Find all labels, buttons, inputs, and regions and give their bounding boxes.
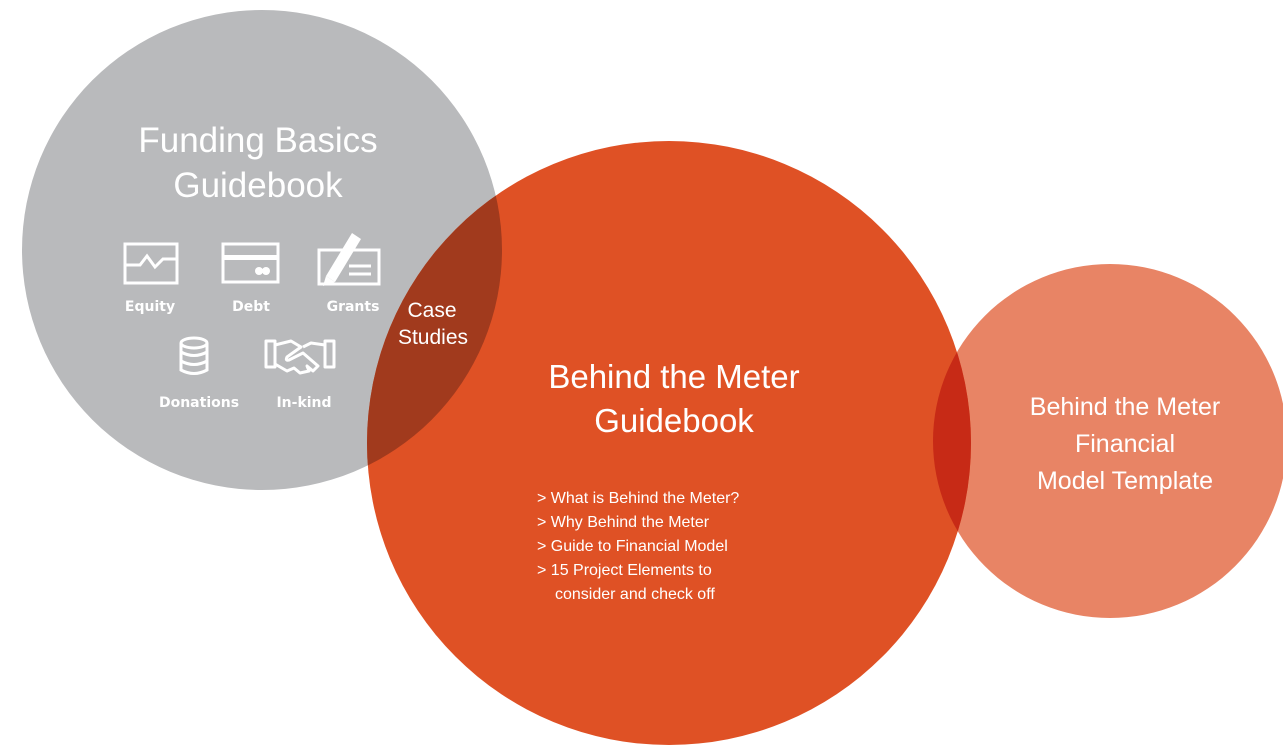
guidebook-bullet-4: > 15 Project Elements to — [537, 562, 712, 579]
equity-label: Equity — [125, 299, 175, 315]
debt-label: Debt — [232, 299, 270, 315]
case-studies-line2: Studies — [398, 326, 468, 349]
financial-model-circle — [933, 264, 1283, 618]
donations-label: Donations — [159, 395, 239, 411]
grants-label: Grants — [327, 299, 380, 315]
handshake-icon — [264, 339, 336, 375]
guidebook-bullet-5: consider and check off — [555, 586, 715, 603]
financial-model-line1: Behind the Meter — [1030, 393, 1220, 421]
guidebook-title-line1: Behind the Meter — [548, 358, 799, 395]
in-kind-label: In-kind — [276, 395, 331, 411]
guidebook-title-line2: Guidebook — [594, 402, 754, 439]
financial-model-line2: Financial — [1075, 430, 1175, 458]
guidebook-bullet-3: > Guide to Financial Model — [537, 538, 728, 555]
funding-basics-title-line2: Guidebook — [173, 166, 343, 205]
case-studies-overlap — [367, 141, 502, 490]
financial-model-line3: Model Template — [1037, 467, 1213, 495]
guidebook-bullet-1: > What is Behind the Meter? — [537, 490, 739, 507]
chart-screen-icon — [123, 242, 179, 285]
guidebook-bullet-2: > Why Behind the Meter — [537, 514, 710, 531]
case-studies-line1: Case — [407, 299, 456, 322]
check-pen-icon — [317, 233, 381, 286]
behind-meter-guidebook-circle — [367, 141, 971, 745]
credit-card-icon — [221, 242, 280, 284]
funding-basics-title-line1: Funding Basics — [138, 121, 377, 160]
coin-stack-icon — [179, 336, 209, 375]
